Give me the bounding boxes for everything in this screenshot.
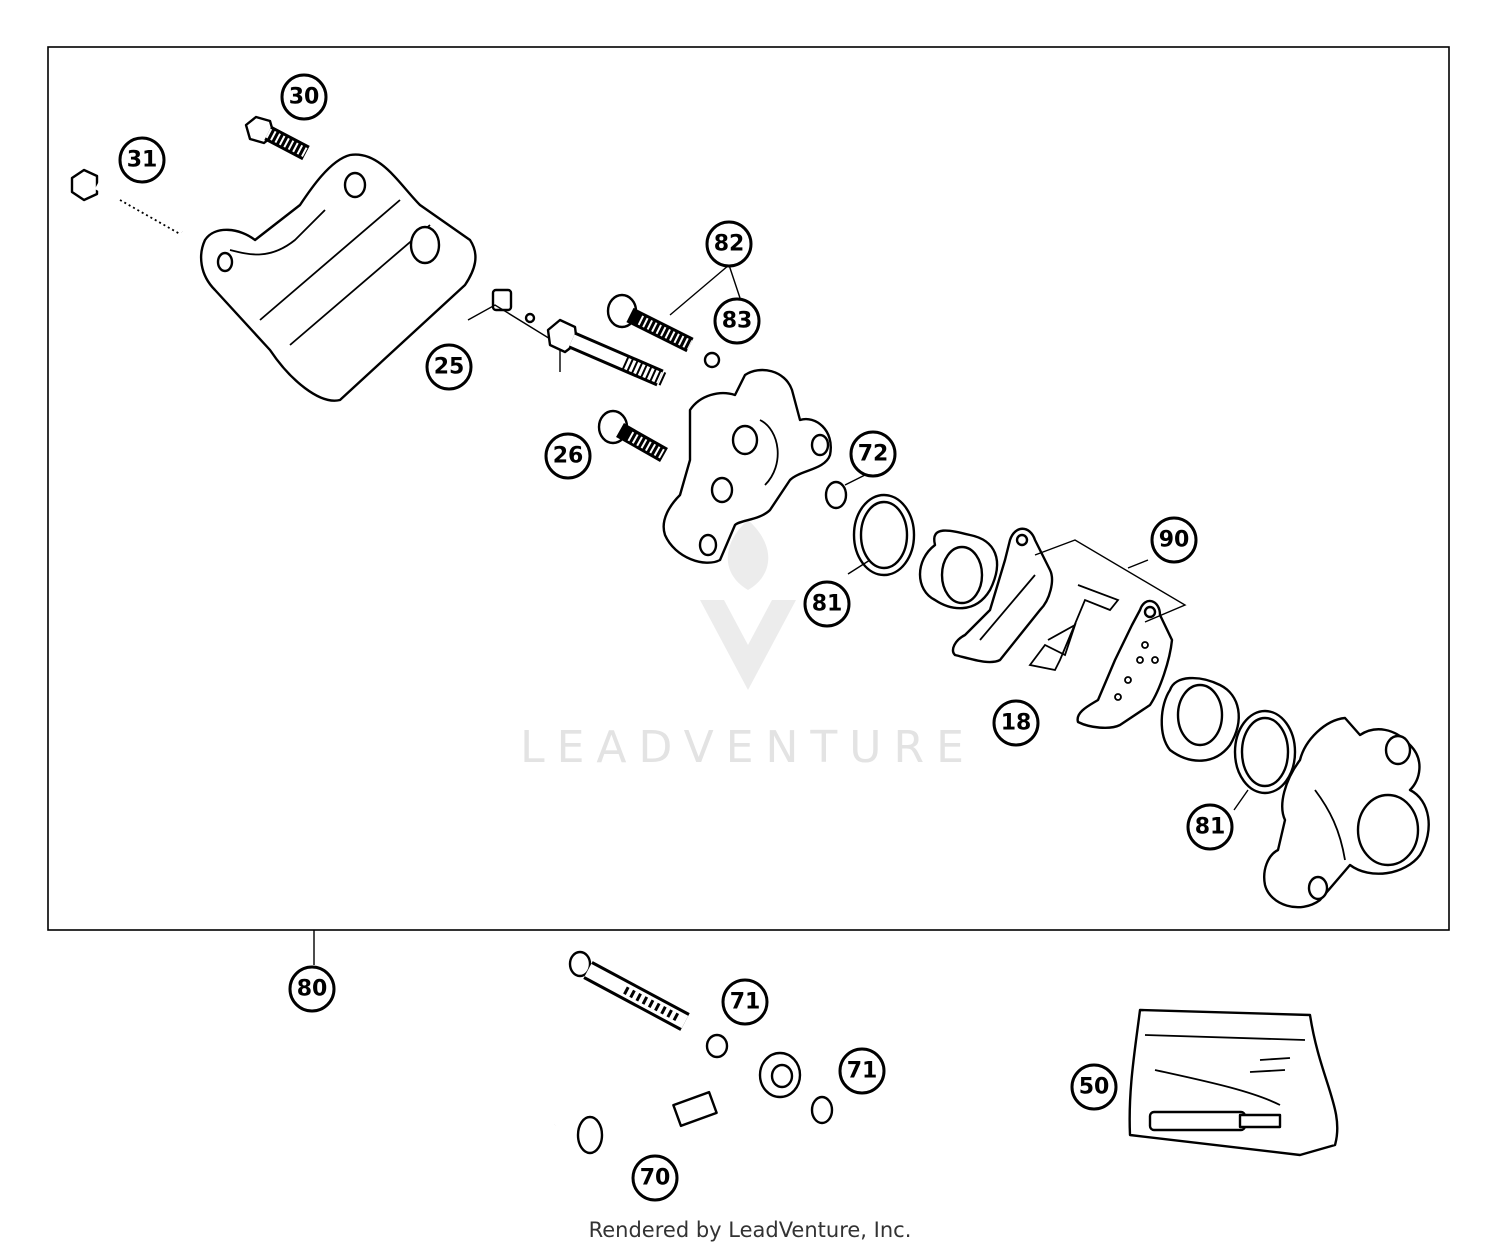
svg-text:25: 25 bbox=[434, 355, 465, 380]
piston-seal-inner bbox=[852, 493, 916, 577]
render-credit: Rendered by LeadVenture, Inc. bbox=[588, 1218, 912, 1242]
caliper-housing-outer bbox=[1263, 716, 1430, 909]
piston-outer bbox=[1160, 676, 1240, 762]
callout-50: 50 bbox=[1070, 1063, 1118, 1111]
callout-30: 30 bbox=[280, 73, 328, 121]
brake-pad-inner bbox=[951, 527, 1054, 664]
small-o-ring bbox=[824, 480, 848, 510]
callout-72: 72 bbox=[849, 430, 897, 478]
svg-text:30: 30 bbox=[289, 85, 320, 110]
svg-text:83: 83 bbox=[722, 309, 753, 334]
copper-washer-lower bbox=[810, 1095, 834, 1125]
piston-seal-outer bbox=[1233, 709, 1297, 795]
svg-text:26: 26 bbox=[553, 444, 584, 469]
caliper-housing-inner bbox=[662, 368, 832, 564]
brake-hose bbox=[554, 1051, 802, 1155]
pad-kit-leader bbox=[1034, 539, 1187, 623]
leader-lines bbox=[313, 264, 1249, 965]
long-bolt bbox=[70, 168, 185, 236]
svg-text:71: 71 bbox=[847, 1059, 878, 1084]
callout-71-lower: 71 bbox=[838, 1047, 886, 1095]
copper-washer-upper bbox=[705, 1033, 729, 1059]
svg-text:50: 50 bbox=[1079, 1075, 1110, 1100]
callout-80: 80 bbox=[288, 965, 336, 1013]
banjo-bolt bbox=[568, 950, 690, 1031]
callout-26: 26 bbox=[544, 432, 592, 480]
callout-25: 25 bbox=[425, 343, 473, 391]
watermark-text: LEADVENTURE bbox=[520, 722, 976, 773]
slide-pin bbox=[546, 318, 668, 387]
leadventure-watermark: LEADVENTURE bbox=[520, 520, 976, 773]
small-nut bbox=[703, 351, 721, 369]
callout-81-lower: 81 bbox=[1186, 803, 1234, 851]
bleeder-nipple-set bbox=[467, 288, 561, 372]
short-bolt bbox=[244, 115, 310, 161]
svg-text:31: 31 bbox=[127, 148, 158, 173]
brake-pad-outer bbox=[1076, 599, 1174, 730]
svg-text:18: 18 bbox=[1001, 711, 1032, 736]
caliper-bracket bbox=[199, 153, 477, 402]
callout-31: 31 bbox=[118, 136, 166, 184]
piston-inner bbox=[918, 529, 999, 610]
svg-text:90: 90 bbox=[1159, 528, 1190, 553]
svg-text:82: 82 bbox=[714, 232, 745, 257]
svg-text:70: 70 bbox=[640, 1166, 671, 1191]
svg-text:72: 72 bbox=[858, 442, 889, 467]
callout-82: 82 bbox=[705, 220, 753, 268]
callout-90: 90 bbox=[1150, 516, 1198, 564]
svg-text:80: 80 bbox=[297, 977, 328, 1002]
caliper-bolt-upper bbox=[606, 293, 694, 353]
assembly-frame bbox=[47, 46, 1450, 931]
svg-text:81: 81 bbox=[812, 592, 843, 617]
callout-71-upper: 71 bbox=[721, 978, 769, 1026]
callout-18: 18 bbox=[992, 699, 1040, 747]
assembly-grease-pack bbox=[1128, 1008, 1339, 1157]
caliper-bolt-lower bbox=[597, 409, 668, 462]
svg-text:81: 81 bbox=[1195, 815, 1226, 840]
svg-text:71: 71 bbox=[730, 990, 761, 1015]
callout-81-upper: 81 bbox=[803, 580, 851, 628]
callout-70: 70 bbox=[631, 1154, 679, 1202]
callout-83: 83 bbox=[713, 297, 761, 345]
pad-spring bbox=[1028, 584, 1120, 672]
